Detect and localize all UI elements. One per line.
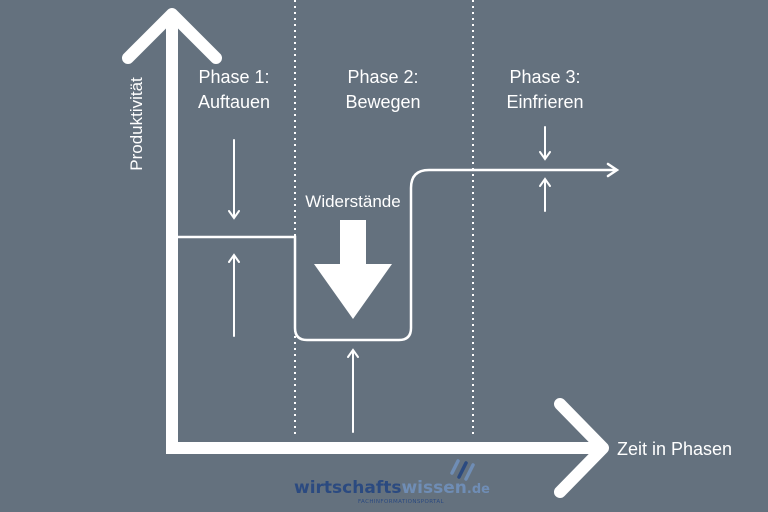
phase3-down-arrow: [539, 126, 551, 161]
logo-tagline: FACHINFORMATIONSPORTAL: [358, 499, 445, 505]
logo-part-1: wirtschafts: [294, 478, 401, 498]
x-axis-label: Zeit in Phasen: [617, 439, 732, 459]
y-axis-label: Produktivität: [127, 77, 146, 171]
phase1-down-arrow: [228, 139, 240, 220]
phase3-name: Einfrieren: [506, 92, 583, 112]
phase2-title: Phase 2:: [347, 67, 418, 87]
phase1-up-arrow: [228, 253, 240, 337]
phase2-name: Bewegen: [345, 92, 420, 112]
curve-arrowhead: [606, 162, 620, 178]
x-axis-arrowhead: [554, 398, 609, 498]
resistance-arrow: [314, 220, 392, 319]
logo-part-3: .de: [467, 482, 490, 497]
phase3-up-arrow: [539, 177, 551, 212]
phase3-title: Phase 3:: [509, 67, 580, 87]
y-axis-arrowhead: [122, 8, 222, 64]
phase2-up-arrow: [347, 348, 359, 433]
phase1-title: Phase 1:: [198, 67, 269, 87]
logo-wordmark: wirtschaftswissen.de: [294, 478, 490, 498]
wirtschaftswissen-logo: wirtschaftswissen.de FACHINFORMATIONSPOR…: [294, 459, 490, 505]
productivity-curve: [178, 168, 616, 342]
resistance-label: Widerstände: [305, 192, 400, 211]
logo-part-2: wissen: [401, 478, 466, 498]
phase1-name: Auftauen: [198, 92, 270, 112]
logo-mark-icon: [450, 459, 475, 481]
